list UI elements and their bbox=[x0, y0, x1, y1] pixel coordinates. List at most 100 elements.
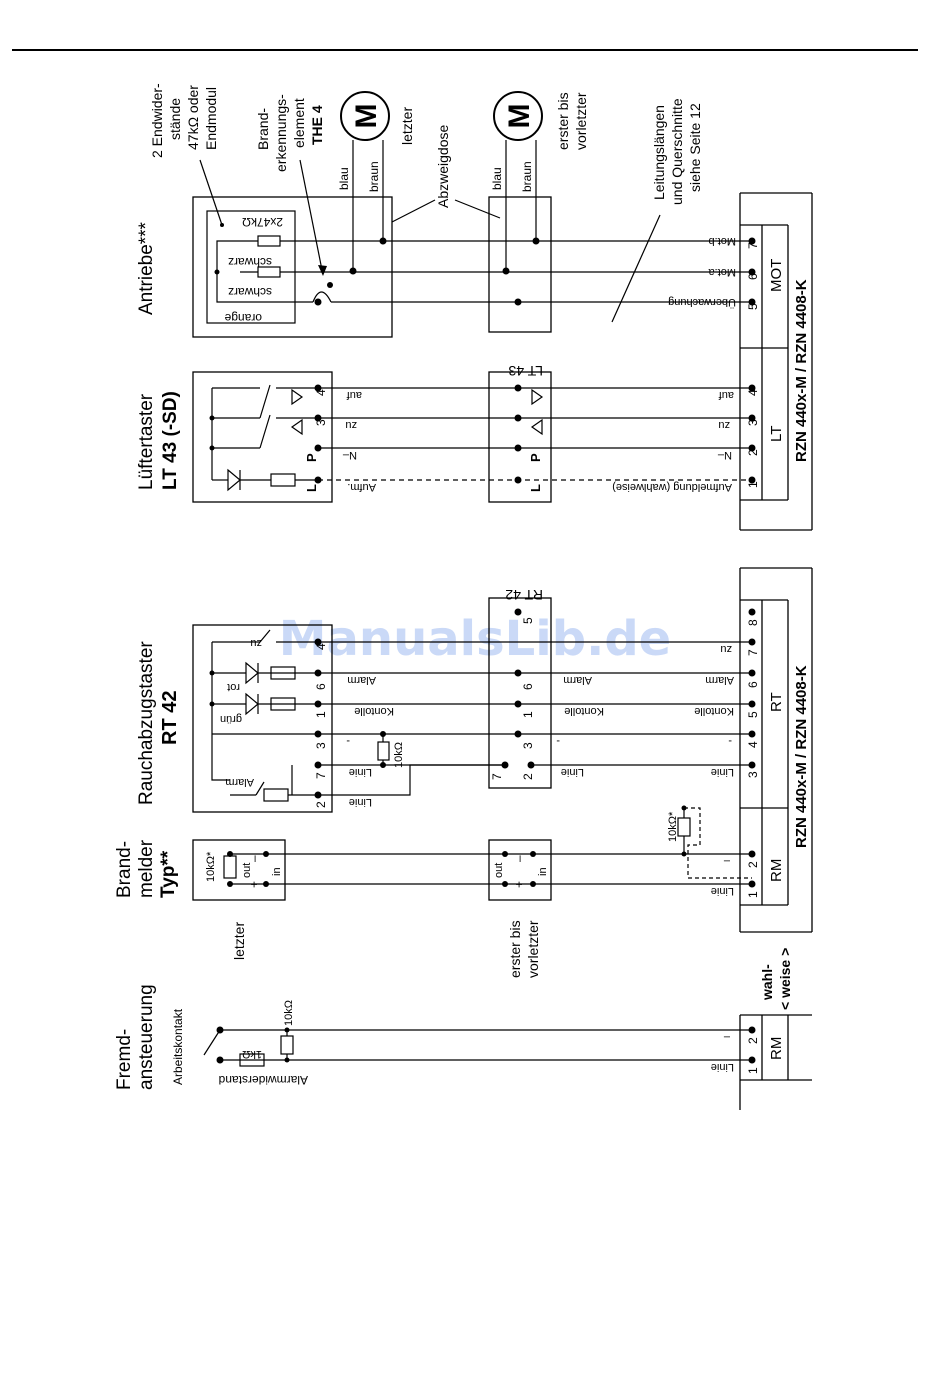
brand-element-label-2: erkennungs- bbox=[273, 94, 289, 172]
motor-letzter-symbol: M bbox=[350, 104, 383, 129]
wire-label-linie-2: Linie bbox=[349, 796, 372, 808]
bm-10k-star: 10kΩ* bbox=[205, 851, 217, 882]
tb1-terminal-1: 1 bbox=[746, 891, 760, 898]
leitungslaengen-label: Leitungslängen bbox=[651, 105, 667, 200]
tb2-terminal-7: 7 bbox=[746, 242, 760, 249]
arbeitskontakt-label: Arbeitskontakt bbox=[171, 1008, 185, 1085]
abzweigdose-leader-1 bbox=[391, 199, 436, 223]
endwiderstaende-label-3: 47kΩ oder bbox=[185, 85, 201, 150]
erster-motor-label: erster bis bbox=[555, 92, 571, 150]
tb2-terminal-5: 5 bbox=[746, 303, 760, 310]
fremdansteuerung: 1kΩ 10kΩ Arbeitskontakt Alarmwiderstand … bbox=[171, 1000, 752, 1087]
end-resistor-label: 2x47kΩ bbox=[242, 215, 283, 229]
rt-alarm-label: Alarm bbox=[225, 776, 254, 788]
tb2-terminal-4: 4 bbox=[746, 389, 760, 396]
motor-icon bbox=[340, 91, 390, 141]
tb2-terminal-2: 2 bbox=[746, 449, 760, 456]
wire-label-n-1: N– bbox=[342, 449, 357, 461]
erster-motor-label-2: vorletzter bbox=[573, 92, 589, 150]
wire-label-schwarz-2: schwarz bbox=[228, 285, 272, 299]
tb2-group-lt: LT bbox=[768, 426, 785, 442]
wire-label-linie-1: Linie bbox=[349, 766, 372, 778]
lt-terminal-P: P bbox=[304, 453, 319, 462]
terminal-block-rm-rt: 8 7 6 5 4 3 2 1 RT RM RZN 440x-M / RZN 4… bbox=[739, 567, 813, 933]
wahlweise-label-2: < weise > bbox=[777, 948, 793, 1010]
heading-brandmelder: Brand- bbox=[114, 841, 135, 898]
endwiderstaende-label: 2 Endwider- bbox=[149, 83, 165, 158]
wire-label-braun: braun bbox=[520, 161, 534, 192]
wire-label-dash-3: - bbox=[728, 735, 732, 747]
tb2-model: RZN 440x-M / RZN 4408-K bbox=[793, 279, 810, 462]
rt-box-terminal-6: 6 bbox=[521, 683, 535, 690]
brand-element-label-3: element bbox=[291, 98, 307, 148]
lt43-junction-box: LT 43 L P bbox=[488, 363, 552, 503]
rt42-label: RT 42 bbox=[505, 587, 543, 603]
top-annotations: 2 Endwider- stände 47kΩ oder Endmodul Br… bbox=[149, 83, 703, 323]
watermark: ManualsLib.de bbox=[279, 611, 671, 667]
endwiderstaende-label-4: Endmodul bbox=[203, 87, 219, 150]
lt43-junction-P: P bbox=[528, 453, 543, 462]
lt-terminal-4: 4 bbox=[314, 389, 328, 396]
brandmelder-wires: 10kΩ* – Linie bbox=[285, 805, 752, 897]
section-headings: Fremd- ansteuerung Brand- melder Typ** R… bbox=[114, 221, 181, 1090]
wire-label-blau: blau bbox=[490, 167, 504, 190]
wahlweise-label: wahl- bbox=[759, 964, 775, 1001]
leitungslaengen-leader bbox=[611, 214, 661, 323]
lt43-wires: auf zu N– Aufm. auf zu N– Aufmeldung (wa… bbox=[318, 387, 752, 493]
antriebe-wires: Mot.b Mot.a Überwachung bbox=[280, 235, 752, 308]
wire-label-motb: Mot.b bbox=[708, 235, 736, 247]
fremd-10k-label: 10kΩ bbox=[283, 1000, 295, 1026]
leitungslaengen-label-3: siehe Seite 12 bbox=[687, 103, 703, 192]
tb2-terminal-3: 3 bbox=[746, 419, 760, 426]
wire-label-zu-1: zu bbox=[345, 419, 357, 431]
terminal-block-fremd-rm: 2 1 RM bbox=[739, 1014, 812, 1110]
heading-fremd-2: ansteuerung bbox=[136, 984, 157, 1090]
wire-label-zu-2: zu bbox=[718, 419, 730, 431]
rt-box-terminal-1: 1 bbox=[521, 711, 535, 718]
wire-label-linie-6: Linie bbox=[711, 1061, 734, 1073]
rt-box-terminal-3: 3 bbox=[521, 742, 535, 749]
wire-label-auf-1: auf bbox=[346, 389, 362, 401]
heading-fremd: Fremd- bbox=[114, 1029, 135, 1090]
wire-label-kontrolle-3: Kontolle bbox=[694, 705, 734, 717]
bm2-minus: – bbox=[512, 855, 526, 862]
rt-terminal-4: 4 bbox=[314, 643, 328, 650]
wire-label-dash-2: - bbox=[556, 735, 560, 747]
heading-rauchabzugstaster: Rauchabzugstaster bbox=[136, 641, 157, 805]
bm-out-label: out bbox=[241, 863, 253, 878]
bm-in-label: in bbox=[271, 867, 283, 876]
lt-terminal-L: L bbox=[304, 484, 319, 492]
motor-letzter: M blau braun bbox=[337, 91, 390, 270]
wire-label-n-2: N– bbox=[717, 449, 732, 461]
wire-label-auf-2: auf bbox=[718, 389, 734, 401]
wire-label-dash-5: – bbox=[723, 1031, 730, 1043]
motor-erster: M blau braun bbox=[490, 91, 543, 270]
brand-element-label: Brand- bbox=[255, 108, 271, 150]
heading-lt43: LT 43 (-SD) bbox=[160, 391, 181, 490]
tb1-group-rm: RM bbox=[768, 859, 785, 882]
brandmelder-erster-box: out in + – bbox=[488, 839, 552, 901]
brand-element-leader bbox=[299, 159, 323, 271]
tb1-terminal-7: 7 bbox=[746, 649, 760, 656]
wire-label-orange: orange bbox=[224, 311, 262, 325]
tb2-group-mot: MOT bbox=[768, 259, 785, 292]
wire-label-blau: blau bbox=[337, 167, 351, 190]
tb1-terminal-3: 3 bbox=[746, 771, 760, 778]
tb1-terminal-8: 8 bbox=[746, 619, 760, 626]
heading-brandmelder-typ: Typ** bbox=[158, 850, 179, 898]
rt-terminal-2: 2 bbox=[314, 801, 328, 808]
wire-label-kontrolle-1: Kontolle bbox=[354, 705, 394, 717]
lt-terminal-3: 3 bbox=[314, 419, 328, 426]
wire-label-mota: Mot.a bbox=[708, 266, 736, 278]
endwiderstaende-label-2: stände bbox=[167, 98, 183, 140]
wire-label-aufm: Aufm. bbox=[347, 481, 376, 493]
rt-terminal-7: 7 bbox=[314, 772, 328, 779]
wire-label-schwarz-1: schwarz bbox=[228, 255, 272, 269]
wire-label-linie-3: Linie bbox=[561, 766, 584, 778]
bm-minus: – bbox=[247, 855, 261, 862]
brandmelder-erster-label-2: vorletzter bbox=[525, 920, 541, 978]
antriebe-device-box: 2x47kΩ schwarz schwarz orange bbox=[192, 196, 393, 338]
tb1-group-rt: RT bbox=[768, 692, 785, 712]
bm2-in-label: in bbox=[537, 867, 549, 876]
